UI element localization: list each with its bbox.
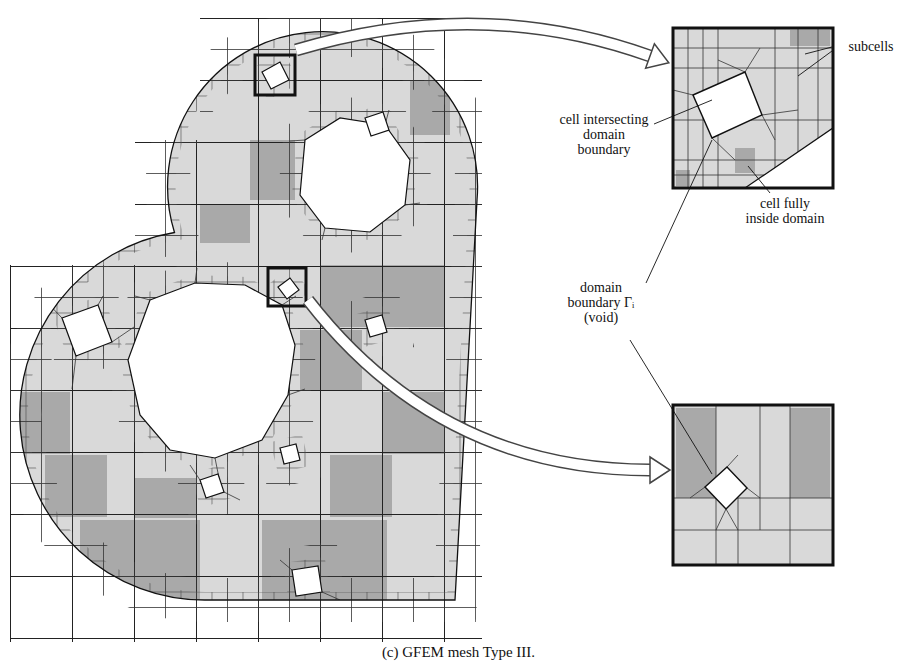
- callout-label: cell intersecting domain boundary: [558, 112, 650, 157]
- callout-label: domain boundary Γᵢ (void): [556, 280, 646, 325]
- zoom-arrow: [296, 24, 669, 68]
- domain-outline: [20, 32, 478, 600]
- leader-line: [630, 47, 832, 474]
- callout-label: cell fully inside domain: [742, 196, 828, 226]
- zoom-inset: [673, 28, 833, 188]
- zoom-inset: [673, 405, 833, 565]
- void-holes: [62, 62, 410, 596]
- zoom-box: [268, 268, 306, 306]
- zoom-box: [255, 55, 295, 95]
- callout-label: subcells: [836, 39, 906, 54]
- zoom-arrow: [308, 300, 670, 483]
- figure-caption: (c) GFEM mesh Type III.: [0, 643, 917, 661]
